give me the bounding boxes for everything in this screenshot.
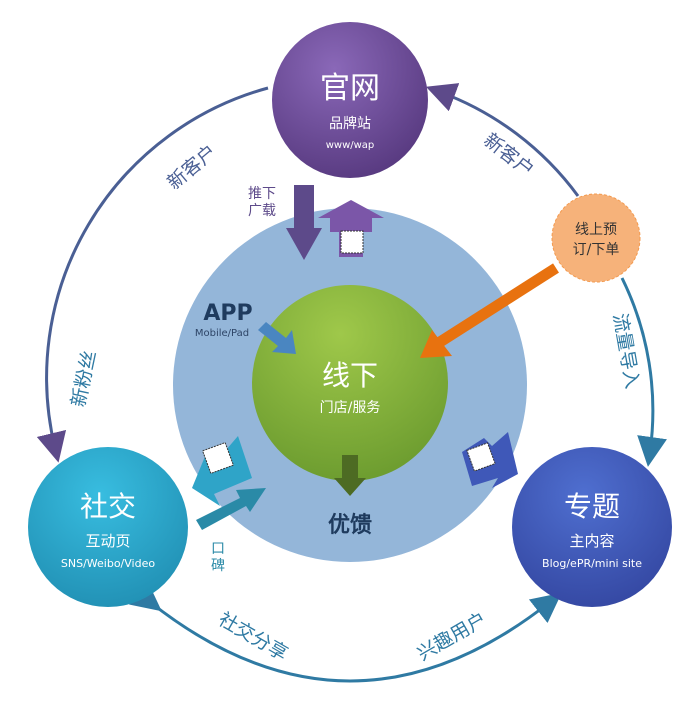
node-detail: www/wap [326,140,375,151]
node-subtitle: 品牌站 [329,115,371,132]
flow-label-bottom-left: 社交分享 [215,608,292,665]
node-title: 社交 [80,490,136,523]
word-of-mouth-label-1: 口 [211,541,225,557]
node-title: 官网 [320,71,380,106]
node-subtitle: 互动页 [85,532,130,550]
coupon-arrow [342,455,358,479]
coupon-arrow-head [334,478,366,496]
flow-arrow-top-to-left [36,86,269,463]
flow-arrow-online-to-right [620,277,667,467]
qr-code-icon [340,230,364,254]
push-arrow [294,185,314,230]
node-subtitle: 主内容 [569,532,614,550]
flow-label-left: 新粉丝 [67,349,100,409]
flow-arrow-online-to-top [425,83,580,197]
push-label-1: 推下 [248,186,276,202]
flow-label-bottom-right: 兴趣用户 [414,608,491,665]
center-title: 线下 [322,359,378,392]
node-topic[interactable]: 专题 主内容 Blog/ePR/mini site [512,447,672,607]
node-social[interactable]: 社交 互动页 SNS/Weibo/Video [28,447,188,607]
flow-label-top-left: 新客户 [163,141,221,195]
online-arrow [437,263,559,347]
node-line1: 线上预 [575,222,617,238]
center-node [252,285,448,481]
word-of-mouth-label-2: 碑 [211,558,225,574]
flow-label-top-right: 新客户 [479,129,537,181]
flow-label-right: 流量导入 [608,312,643,391]
flow-arrow-bottom [128,580,562,683]
app-arrow [258,322,296,354]
qr-left-arrow [192,436,252,506]
center-subtitle: 门店/服务 [320,400,381,416]
app-sub-label: Mobile/Pad [195,328,249,339]
node-online-order[interactable]: 线上预 订/下单 [551,193,641,283]
push-label-2: 广载 [248,203,276,219]
qr-code-icon [201,441,235,475]
node-detail: Blog/ePR/mini site [542,557,642,570]
node-line2: 订/下单 [573,242,620,258]
node-official-site[interactable]: 官网 品牌站 www/wap [272,22,428,178]
node-title: 专题 [564,490,620,523]
qr-up-arrow [318,200,384,232]
app-label: APP [203,301,252,326]
word-of-mouth-arrow [196,488,266,530]
push-arrow-head [286,228,322,260]
online-arrow-head [420,330,452,358]
coupon-label: 优馈 [328,512,372,538]
node-detail: SNS/Weibo/Video [61,557,155,570]
qr-code-icon [466,442,496,472]
